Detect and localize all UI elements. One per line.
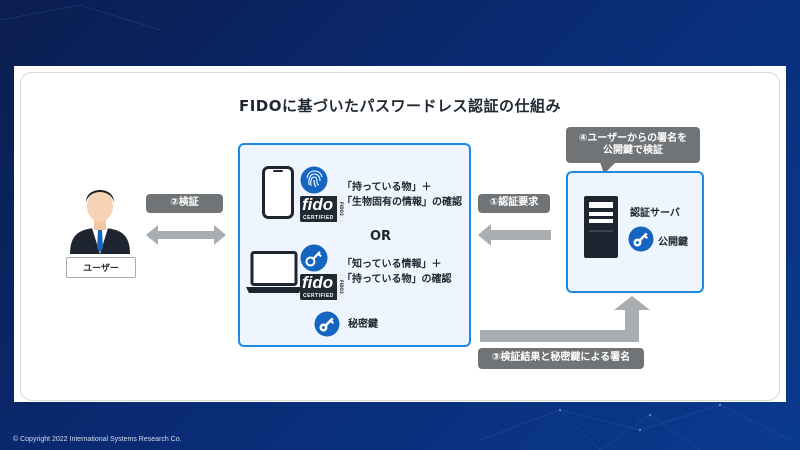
diagram-title: FIDOに基づいたパスワードレス認証の仕組み — [238, 97, 562, 115]
user-label: ユーザー — [66, 257, 136, 278]
knowledge-check-text: 「知っている情報」＋ 「持っている物」の確認 — [342, 259, 452, 285]
public-key-label: 公開鍵 — [658, 237, 688, 248]
copyright-text: © Copyright 2022 International Systems R… — [13, 436, 182, 443]
bent-arrow-icon — [480, 296, 650, 342]
laptop-icon — [246, 251, 302, 293]
step-verify-label: ②検証 — [146, 194, 223, 213]
public-key-icon — [628, 226, 654, 252]
biometric-check-text: 「持っている物」＋ 「生物固有の情報」の確認 — [342, 182, 462, 208]
step-auth-request-label: ①認証要求 — [478, 194, 550, 213]
step-signature-check-callout: ④ユーザーからの署名を 公開鍵で検証 — [566, 127, 700, 163]
smartphone-icon — [262, 166, 294, 219]
or-label: OR — [370, 229, 392, 244]
user-person-icon — [70, 190, 130, 254]
server-label: 認証サーバ — [630, 208, 680, 219]
step-result-sign-label: ③検証結果と秘密鍵による署名 — [478, 348, 644, 369]
fingerprint-icon — [300, 166, 328, 194]
double-arrow-icon — [146, 225, 226, 245]
left-arrow-icon — [478, 224, 551, 246]
server-icon — [584, 196, 618, 258]
private-key-label: 秘密鍵 — [348, 319, 378, 330]
fido-certified-badge: fido CERTIFIED FIDO2 — [300, 195, 344, 222]
private-key-icon — [314, 311, 340, 337]
key-password-icon — [300, 244, 328, 272]
fido-certified-badge-2: fido CERTIFIED FIDO2 — [300, 273, 344, 300]
